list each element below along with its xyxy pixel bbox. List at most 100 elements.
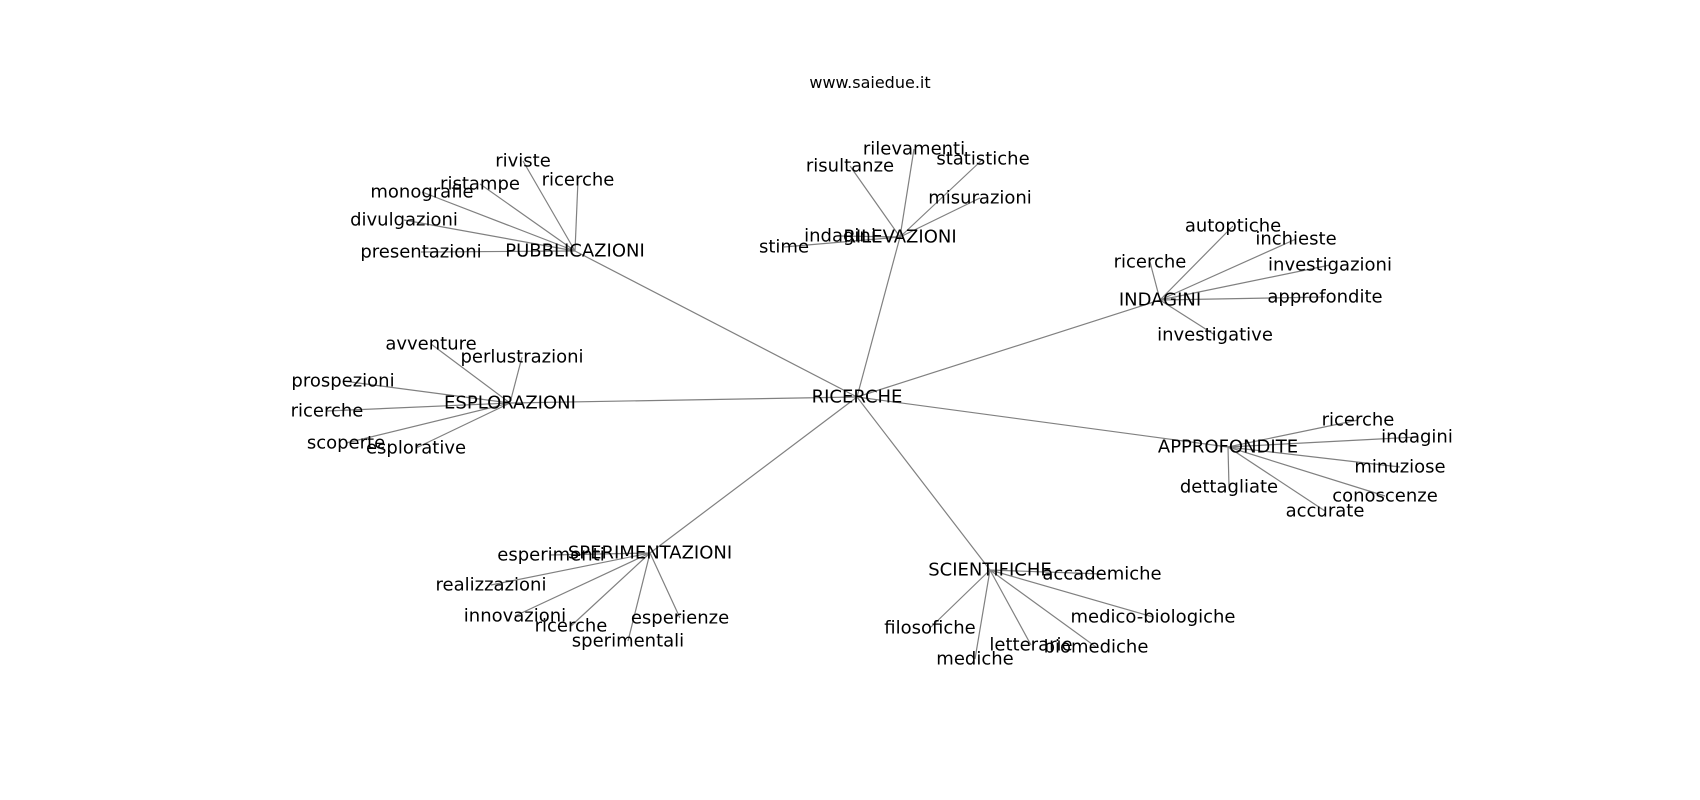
- node-leaf-scientifiche-filosofiche: filosofiche: [884, 618, 975, 639]
- node-hub-pubblicazioni: PUBBLICAZIONI: [505, 241, 645, 262]
- node-leaf-pubblicazioni-divulgazioni: divulgazioni: [350, 210, 458, 231]
- edge-scientifiche-biomediche: [989, 569, 1097, 648]
- node-leaf-esplorazioni-avventure: avventure: [385, 334, 476, 355]
- node-leaf-indagini-autoptiche: autoptiche: [1185, 216, 1281, 237]
- edge-rilevazioni-rilevamenti: [899, 148, 915, 238]
- edge-esplorazioni-ricerche: [326, 402, 511, 412]
- site-label: www.saiedue.it: [809, 73, 930, 92]
- edge-rilevazioni-statistiche: [899, 158, 984, 238]
- edge-esplorazioni-scoperte: [345, 402, 511, 444]
- edge-rilevazioni-indagini: [839, 235, 901, 238]
- edge-rilevazioni-risultanze: [849, 165, 901, 238]
- node-leaf-esplorazioni-ricerche: ricerche: [291, 401, 364, 422]
- edge-root-esplorazioni: [509, 396, 858, 404]
- edge-approfondite-indagini: [1227, 436, 1418, 448]
- edge-esplorazioni-perlustrazioni: [509, 356, 523, 404]
- node-hub-sperimentazioni: SPERIMENTAZIONI: [568, 543, 732, 564]
- node-root: RICERCHE: [812, 387, 903, 408]
- edge-indagini-investigative: [1159, 299, 1216, 336]
- node-leaf-indagini-investigative: investigative: [1157, 325, 1273, 346]
- edge-esplorazioni-prospezioni: [342, 380, 511, 404]
- node-leaf-approfondite-accurate: accurate: [1286, 501, 1365, 522]
- edge-rilevazioni-stime: [783, 236, 901, 248]
- edges-layer: [326, 148, 1418, 660]
- node-leaf-pubblicazioni-ristampe: ristampe: [440, 174, 520, 195]
- edge-root-indagini: [856, 299, 1161, 398]
- node-hub-rilevazioni: RILEVAZIONI: [843, 227, 956, 248]
- edge-approfondite-ricerche: [1227, 419, 1359, 448]
- edge-indagini-autoptiche: [1159, 225, 1234, 301]
- node-leaf-approfondite-dettagliate: dettagliate: [1180, 477, 1278, 498]
- node-leaf-scientifiche-letterarie: letterarie: [989, 635, 1072, 656]
- edge-rilevazioni-misurazioni: [899, 197, 981, 238]
- node-leaf-scientifiche-biomediche: biomediche: [1044, 637, 1149, 658]
- node-hub-esplorazioni: ESPLORAZIONI: [444, 393, 576, 414]
- edge-indagini-inchieste: [1159, 238, 1297, 301]
- node-leaf-esplorazioni-scoperte: scoperte: [307, 433, 385, 454]
- node-leaf-sperimentazioni-ricerche: ricerche: [535, 616, 608, 637]
- node-leaf-sperimentazioni-esperimenti: esperimenti: [497, 545, 604, 566]
- edge-root-approfondite: [856, 396, 1229, 448]
- node-leaf-esplorazioni-perlustrazioni: perlustrazioni: [460, 347, 583, 368]
- node-leaf-scientifiche-accademiche: accademiche: [1042, 564, 1161, 585]
- node-leaf-indagini-ricerche: ricerche: [1114, 252, 1187, 273]
- node-leaf-sperimentazioni-sperimentali: sperimentali: [572, 631, 684, 652]
- node-leaf-scientifiche-medico-biologiche: medico-biologiche: [1070, 607, 1235, 628]
- node-leaf-rilevazioni-stime: stime: [759, 237, 809, 258]
- edge-scientifiche-medico-biologiche: [989, 569, 1154, 618]
- edge-pubblicazioni-ricerche: [574, 179, 579, 252]
- node-leaf-rilevazioni-risultanze: risultanze: [806, 156, 894, 177]
- edge-root-pubblicazioni: [574, 250, 858, 398]
- edge-sperimentazioni-sperimentali: [627, 552, 651, 642]
- node-hub-scientifiche: SCIENTIFICHE: [928, 560, 1052, 581]
- node-leaf-approfondite-indagini: indagini: [1381, 427, 1453, 448]
- node-leaf-indagini-approfondite: approfondite: [1267, 287, 1382, 308]
- edge-sperimentazioni-ricerche: [570, 552, 651, 627]
- node-leaf-rilevazioni-rilevamenti: rilevamenti: [863, 139, 965, 160]
- edge-pubblicazioni-riviste: [522, 160, 576, 252]
- node-leaf-approfondite-conoscenze: conoscenze: [1332, 486, 1438, 507]
- node-leaf-pubblicazioni-presentazioni: presentazioni: [360, 242, 481, 263]
- edge-sperimentazioni-esperienze: [649, 552, 681, 619]
- edge-sperimentazioni-realizzazioni: [490, 552, 651, 586]
- edge-sperimentazioni-innovazioni: [514, 552, 651, 617]
- node-leaf-rilevazioni-misurazioni: misurazioni: [928, 188, 1032, 209]
- edge-scientifiche-letterarie: [989, 569, 1032, 646]
- node-leaf-approfondite-minuziose: minuziose: [1354, 457, 1445, 478]
- edge-root-rilevazioni: [856, 236, 901, 398]
- edge-pubblicazioni-ristampe: [479, 183, 576, 252]
- node-leaf-rilevazioni-indagini: indagini: [804, 226, 876, 247]
- node-leaf-approfondite-ricerche: ricerche: [1322, 410, 1395, 431]
- node-leaf-rilevazioni-statistiche: statistiche: [936, 149, 1029, 170]
- node-leaf-pubblicazioni-monografie: monografie: [370, 182, 473, 203]
- node-hub-approfondite: APPROFONDITE: [1158, 437, 1298, 458]
- edge-sperimentazioni-esperimenti: [550, 552, 651, 556]
- edge-indagini-ricerche: [1149, 261, 1161, 301]
- edge-scientifiche-accademiche: [989, 569, 1103, 575]
- node-leaf-sperimentazioni-realizzazioni: realizzazioni: [436, 575, 547, 596]
- node-hub-indagini: INDAGINI: [1119, 290, 1201, 311]
- node-leaf-sperimentazioni-esperienze: esperienze: [631, 608, 729, 629]
- node-leaf-pubblicazioni-ricerche: ricerche: [542, 170, 615, 191]
- node-leaf-sperimentazioni-innovazioni: innovazioni: [464, 606, 566, 627]
- node-leaf-pubblicazioni-riviste: riviste: [495, 151, 551, 172]
- labels-layer: RICERCHE RILEVAZIONI rilevamentirisultanze…: [291, 139, 1453, 670]
- edge-pubblicazioni-presentazioni: [420, 250, 576, 253]
- edge-root-sperimentazioni: [649, 396, 858, 554]
- edge-root-scientifiche: [856, 396, 991, 571]
- edge-indagini-investigazioni: [1159, 264, 1331, 301]
- edge-approfondite-dettagliate: [1227, 446, 1230, 488]
- edge-approfondite-minuziose: [1227, 446, 1401, 468]
- node-leaf-esplorazioni-esplorative: esplorative: [366, 438, 466, 459]
- node-leaf-scientifiche-mediche: mediche: [936, 649, 1013, 670]
- node-leaf-esplorazioni-prospezioni: prospezioni: [291, 371, 394, 392]
- node-leaf-indagini-inchieste: inchieste: [1255, 229, 1336, 250]
- edge-scientifiche-mediche: [974, 569, 991, 660]
- edge-esplorazioni-esplorative: [415, 402, 511, 449]
- edge-indagini-approfondite: [1159, 296, 1326, 301]
- edge-scientifiche-filosofiche: [929, 569, 991, 629]
- node-leaf-indagini-investigazioni: investigazioni: [1268, 255, 1392, 276]
- edge-esplorazioni-avventure: [430, 343, 511, 404]
- edge-pubblicazioni-divulgazioni: [403, 219, 576, 252]
